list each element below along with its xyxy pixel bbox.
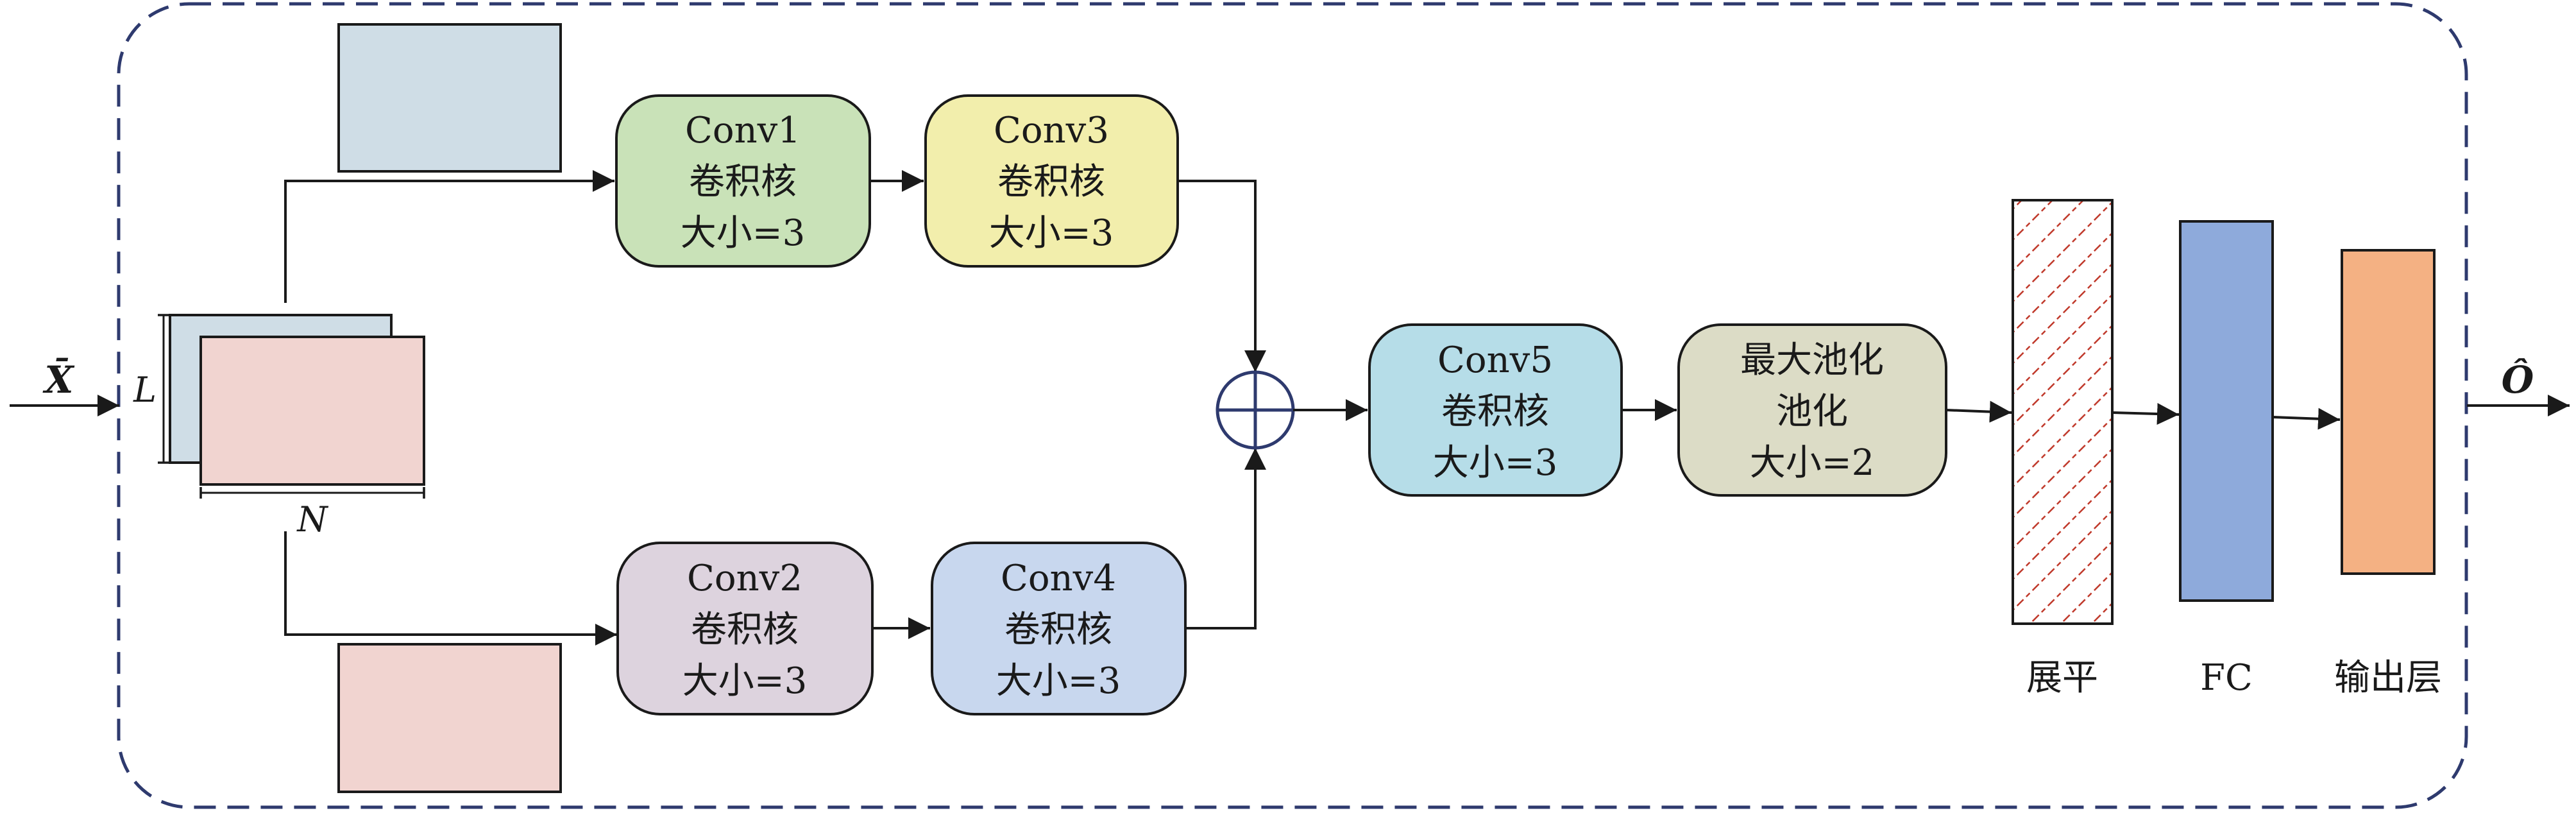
upper-branch-feature-map <box>337 23 562 173</box>
pool-size: 大小=2 <box>1750 442 1875 484</box>
output-layer-label: 输出层 <box>2334 657 2442 699</box>
conv1-name: Conv1 <box>685 110 801 151</box>
conv4-name: Conv4 <box>1001 558 1116 599</box>
max-pool-block: 最大池化 池化 大小=2 <box>1677 323 1947 497</box>
conv1-size: 大小=3 <box>681 212 806 254</box>
height-dimension-label: L <box>133 370 157 410</box>
conv5-size: 大小=3 <box>1433 442 1558 484</box>
conv1-block: Conv1 卷积核 大小=3 <box>615 94 871 268</box>
conv5-block: Conv5 卷积核 大小=3 <box>1368 323 1623 497</box>
pool-name: 最大池化 <box>1740 339 1884 381</box>
conv4-to-sum-wire <box>1185 448 1266 629</box>
input-feature-map-front <box>199 336 425 486</box>
conv3-name: Conv3 <box>994 110 1109 151</box>
conv5-desc: 卷积核 <box>1441 391 1549 432</box>
flatten-label: 展平 <box>2026 657 2098 699</box>
output-layer: 输出层 <box>2334 249 2442 699</box>
conv2-size: 大小=3 <box>682 660 808 702</box>
lower-branch-feature-map <box>337 643 562 793</box>
conv3-to-sum-wire <box>1178 180 1266 372</box>
conv4-size: 大小=3 <box>996 660 1121 702</box>
conv2-name: Conv2 <box>687 558 802 599</box>
conv2-block: Conv2 卷积核 大小=3 <box>616 542 874 715</box>
pool-desc: 池化 <box>1776 391 1848 432</box>
conv5-name: Conv5 <box>1437 339 1553 381</box>
fc-layer: FC <box>2179 220 2274 699</box>
fc-to-output-arrow <box>2272 407 2341 430</box>
flatten-layer: 展平 <box>2012 199 2114 699</box>
conv3-desc: 卷积核 <box>997 161 1105 203</box>
conv3-size: 大小=3 <box>989 212 1114 254</box>
fc-label: FC <box>2200 657 2253 699</box>
conv4-block: Conv4 卷积核 大小=3 <box>931 542 1187 715</box>
conv1-desc: 卷积核 <box>689 161 797 203</box>
sum-node <box>1216 370 1295 450</box>
pool-to-flatten-arrow <box>1945 400 2012 423</box>
upper-branch-wire <box>284 170 614 303</box>
input-symbol: X̄ <box>42 357 74 402</box>
lower-branch-wire <box>284 531 617 646</box>
width-dimension-label: N <box>296 499 328 540</box>
conv3-block: Conv3 卷积核 大小=3 <box>924 94 1179 268</box>
conv4-desc: 卷积核 <box>1004 609 1112 651</box>
output-symbol: Ô <box>2502 358 2534 402</box>
flatten-to-fc-arrow <box>2112 403 2180 425</box>
conv2-desc: 卷积核 <box>691 609 799 651</box>
